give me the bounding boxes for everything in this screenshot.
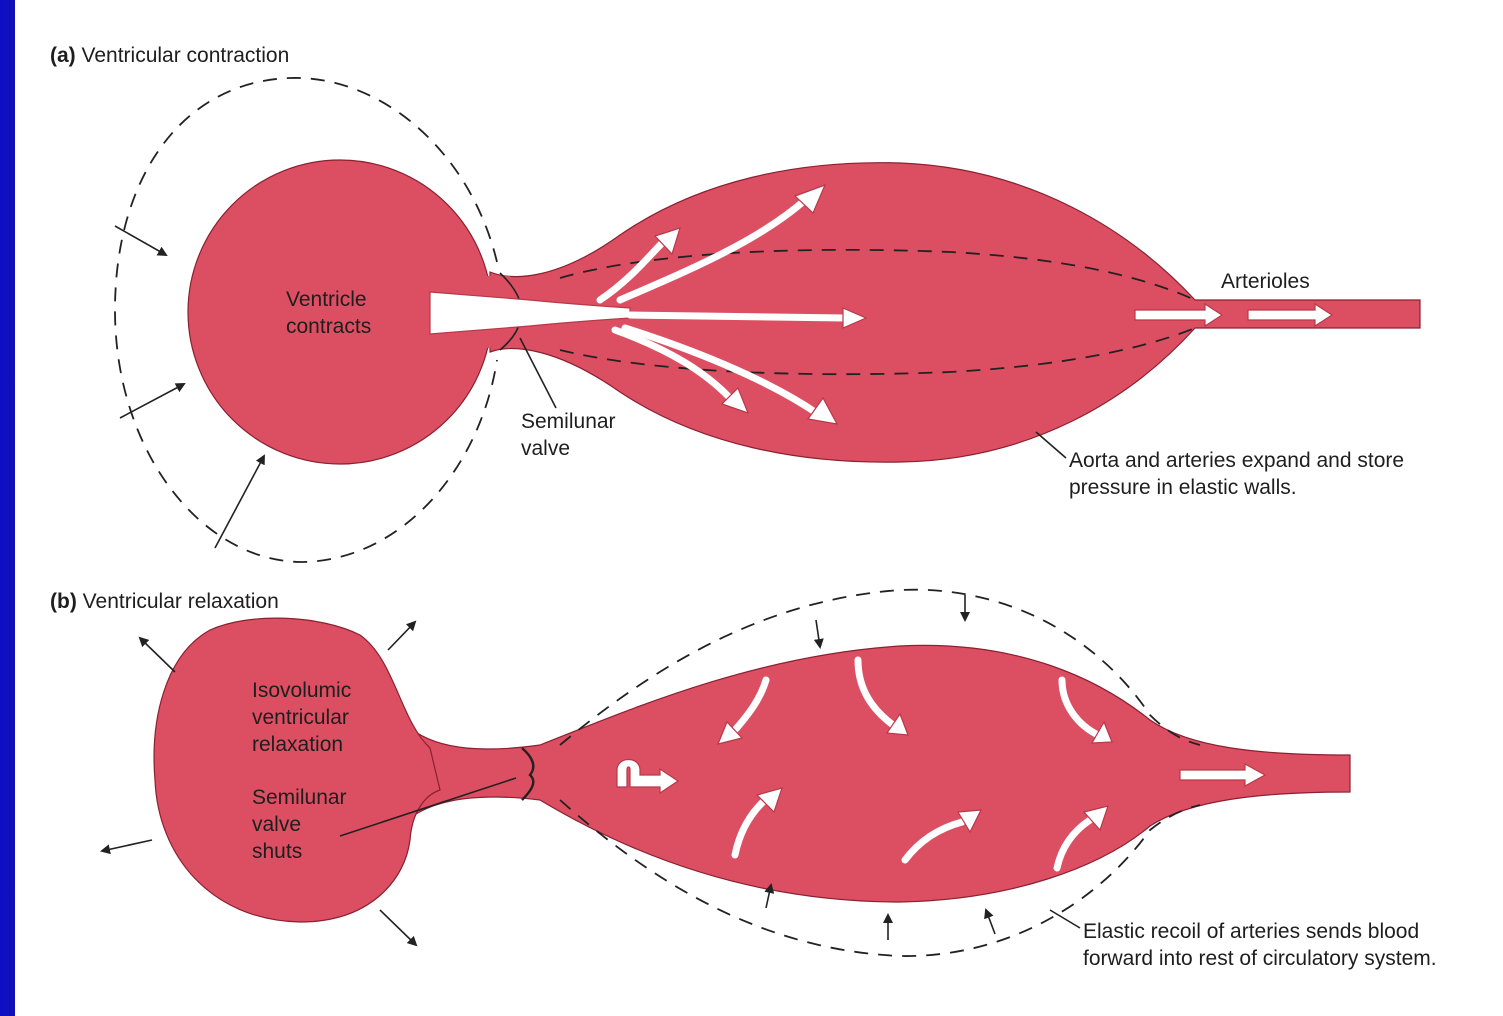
recoil-label: Elastic recoil of arteries sends blood f… (1083, 920, 1437, 970)
panel-a-letter: (a) (50, 44, 76, 67)
panel-a: (a) Ventricular contraction (50, 44, 1420, 562)
arterioles-label: Arterioles (1221, 270, 1310, 293)
panel-b-heading: Ventricular relaxation (77, 590, 279, 613)
valve-label-a: Semilunar valve (521, 410, 621, 460)
ventricle-label-b: Isovolumic ventricular relaxation (252, 679, 357, 756)
recoil-leader (1050, 910, 1080, 928)
panel-b: (b) Ventricular relaxation (50, 590, 1437, 970)
panel-a-title: (a) Ventricular contraction (50, 44, 289, 67)
panel-a-heading: Ventricular contraction (76, 44, 290, 67)
ventricle-b (154, 618, 440, 922)
panel-b-letter: (b) (50, 590, 77, 613)
panel-b-title: (b) Ventricular relaxation (50, 590, 279, 613)
aorta-label: Aorta and arteries expand and store pres… (1069, 449, 1410, 499)
aorta-leader (1036, 432, 1066, 458)
